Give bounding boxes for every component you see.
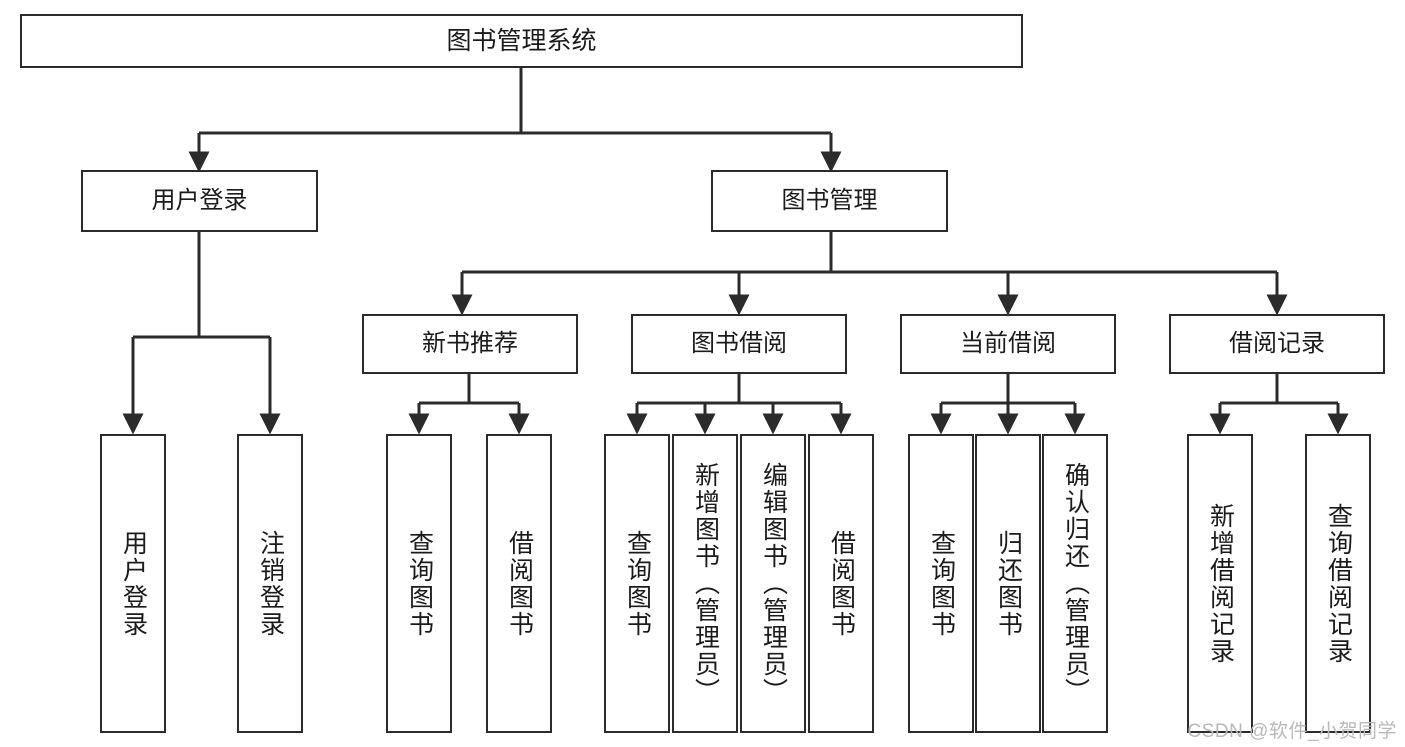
node-leaf-query-book-current[interactable]: 查询图书 [908,434,974,733]
node-leaf-edit-book-admin-label: 编辑图书（管理员） [759,462,788,705]
node-leaf-return-book-label: 归还图书 [994,529,1023,638]
node-new-book-recommend[interactable]: 新书推荐 [362,314,578,374]
node-leaf-edit-book-admin[interactable]: 编辑图书（管理员） [740,434,806,733]
node-leaf-query-book-current-label: 查询图书 [927,529,956,638]
node-current-borrow-label: 当前借阅 [960,330,1056,358]
node-leaf-add-book-admin-label: 新增图书（管理员） [691,462,720,705]
node-leaf-query-book-recommend[interactable]: 查询图书 [386,434,452,733]
node-user-login-label: 用户登录 [151,187,248,215]
node-leaf-borrow-book-recommend-label: 借阅图书 [505,529,534,638]
node-borrow-record[interactable]: 借阅记录 [1169,314,1385,374]
node-book-borrow[interactable]: 图书借阅 [631,314,847,374]
node-root-system-label: 图书管理系统 [446,26,597,55]
node-leaf-borrow-book-recommend[interactable]: 借阅图书 [486,434,552,733]
node-leaf-query-borrow-record-label: 查询借阅记录 [1324,502,1353,665]
watermark-text: CSDN @软件_小贺同学 [1187,721,1397,742]
node-leaf-logout[interactable]: 注销登录 [237,434,303,733]
node-leaf-confirm-return-admin-label: 确认归还（管理员） [1061,462,1090,705]
node-leaf-confirm-return-admin[interactable]: 确认归还（管理员） [1042,434,1108,733]
node-leaf-query-book-recommend-label: 查询图书 [405,529,434,638]
node-leaf-borrow-book-label: 借阅图书 [827,529,856,638]
node-new-book-recommend-label: 新书推荐 [422,330,518,358]
node-book-management-label: 图书管理 [781,187,878,215]
node-leaf-query-book-borrow[interactable]: 查询图书 [604,434,670,733]
node-leaf-user-login-label: 用户登录 [119,529,148,638]
node-leaf-add-borrow-record-label: 新增借阅记录 [1206,502,1235,665]
node-current-borrow[interactable]: 当前借阅 [900,314,1116,374]
node-leaf-borrow-book[interactable]: 借阅图书 [808,434,874,733]
node-leaf-add-borrow-record[interactable]: 新增借阅记录 [1187,434,1253,733]
node-leaf-logout-label: 注销登录 [256,529,285,638]
node-book-borrow-label: 图书借阅 [691,330,787,358]
node-leaf-query-borrow-record[interactable]: 查询借阅记录 [1305,434,1371,733]
node-leaf-add-book-admin[interactable]: 新增图书（管理员） [672,434,738,733]
node-leaf-return-book[interactable]: 归还图书 [975,434,1041,733]
node-book-management[interactable]: 图书管理 [711,170,948,232]
node-borrow-record-label: 借阅记录 [1229,330,1325,358]
node-user-login[interactable]: 用户登录 [81,170,318,232]
node-leaf-user-login[interactable]: 用户登录 [100,434,166,733]
node-leaf-query-book-borrow-label: 查询图书 [623,529,652,638]
node-root-system[interactable]: 图书管理系统 [20,14,1023,68]
